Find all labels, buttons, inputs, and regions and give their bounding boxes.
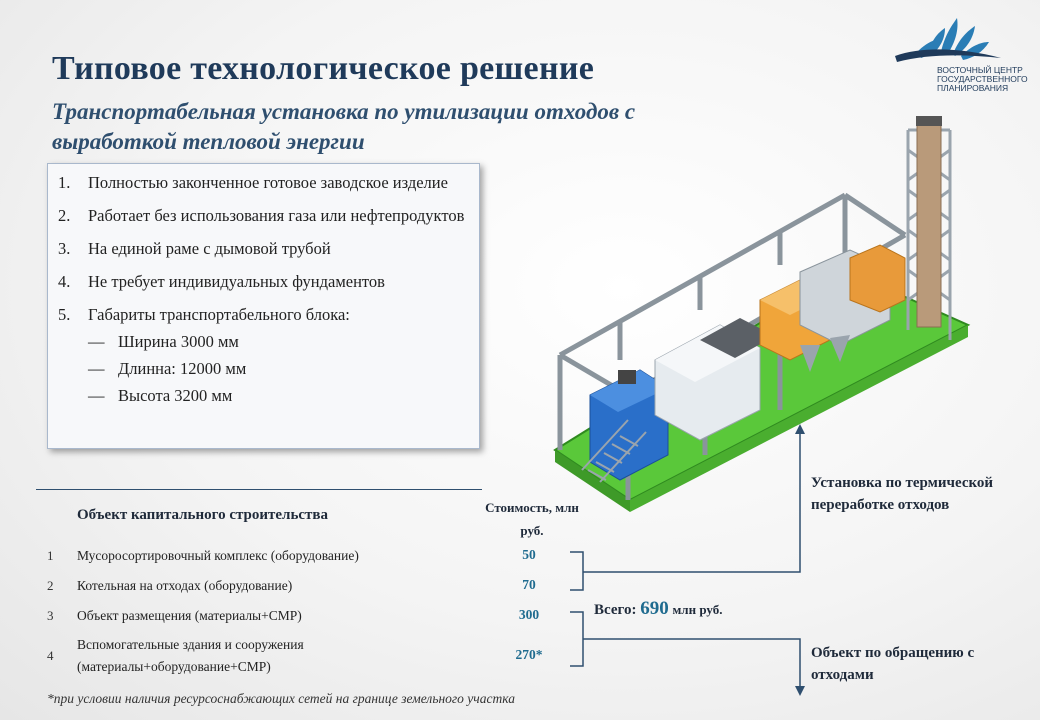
table-row-name: Мусоросортировочный комплекс (оборудован…	[77, 548, 359, 563]
dimension-dash: —	[88, 386, 105, 405]
total-unit: млн руб.	[672, 602, 723, 617]
feature-text: Габариты транспортабельного блока:	[88, 305, 350, 324]
dimension-dash: —	[88, 332, 105, 351]
page-title: Типовое технологическое решение	[52, 50, 595, 87]
feature-text: На единой раме с дымовой трубой	[88, 239, 331, 258]
dimension-text: Длинна: 12000 мм	[118, 359, 247, 378]
feature-number: 1.	[58, 173, 71, 192]
feature-item: 5. Габариты транспортабельного блока:	[58, 304, 469, 325]
dimension-dash: —	[88, 359, 105, 378]
table-row-value: 50	[522, 547, 536, 562]
feature-item: 1. Полностью законченное готовое заводск…	[58, 172, 469, 193]
total-label: Всего:	[594, 602, 637, 618]
table-row-number: 1	[47, 548, 54, 563]
arrow-up-icon	[795, 424, 805, 434]
table-row-value: 270*	[515, 647, 543, 662]
feature-number: 3.	[58, 239, 71, 258]
footnote: *при условии наличия ресурсоснабжающих с…	[47, 691, 515, 706]
table-row-value: 70	[522, 577, 536, 592]
feature-item: 4. Не требует индивидуальных фундаментов	[58, 271, 469, 292]
table-row-value: 300	[518, 607, 540, 622]
total-value: 690	[640, 598, 669, 619]
table-top-rule	[36, 489, 482, 490]
feature-text: Не требует индивидуальных фундаментов	[88, 272, 385, 291]
table-row-name: Вспомогательные здания и сооружения (мат…	[77, 637, 304, 674]
dimension-text: Высота 3200 мм	[118, 386, 233, 405]
label-thermal-plant: Установка по термической переработке отх…	[811, 475, 994, 513]
dimension-item: — Ширина 3000 мм	[88, 331, 469, 352]
feature-text: Полностью законченное готовое заводское …	[88, 173, 448, 192]
feature-item: 3. На единой раме с дымовой трубой	[58, 238, 469, 259]
feature-text: Работает без использования газа или нефт…	[88, 206, 465, 225]
total-cost: Всего: 690 млн руб.	[594, 598, 722, 620]
dimension-text: Ширина 3000 мм	[118, 332, 239, 351]
feature-number: 4.	[58, 272, 71, 291]
features-box: 1. Полностью законченное готовое заводск…	[47, 163, 480, 449]
label-waste-facility: Объект по обращению с отходами	[811, 645, 975, 683]
logo: ВОСТОЧНЫЙ ЦЕНТР ГОСУДАРСТВЕННОГО ПЛАНИРО…	[893, 12, 1033, 102]
logo-text: ВОСТОЧНЫЙ ЦЕНТР ГОСУДАРСТВЕННОГО ПЛАНИРО…	[937, 65, 1028, 93]
page-subtitle: Транспортабельная установка по утилизаци…	[52, 99, 636, 154]
dimension-item: — Длинна: 12000 мм	[88, 358, 469, 379]
table-row-number: 3	[47, 608, 54, 623]
dimension-item: — Высота 3200 мм	[88, 385, 469, 406]
feature-number: 5.	[58, 305, 71, 324]
table-row-name: Котельная на отходах (оборудование)	[77, 578, 293, 593]
table-header-cost: Стоимость, млн руб.	[485, 500, 579, 538]
arrow-down-icon	[795, 686, 805, 696]
table-row-number: 2	[47, 578, 54, 593]
table-header-object: Объект капитального строительства	[77, 507, 329, 523]
table-row-name: Объект размещения (материалы+СМР)	[77, 608, 302, 623]
table-row-number: 4	[47, 648, 54, 663]
feature-number: 2.	[58, 206, 71, 225]
lotus-logo-icon	[895, 18, 1001, 62]
feature-item: 2. Работает без использования газа или н…	[58, 205, 469, 226]
